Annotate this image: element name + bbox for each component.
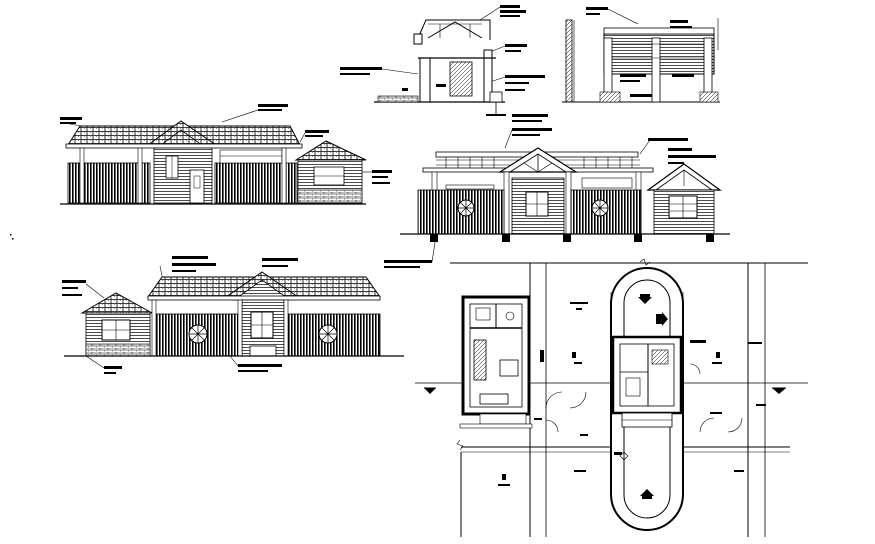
- front-elevation-right: [384, 114, 730, 268]
- fence-section-detail: [562, 7, 720, 103]
- plan-labels: [498, 302, 766, 486]
- wall-section: [340, 5, 545, 116]
- side-elevation-lower: [62, 256, 404, 374]
- section-markers: [424, 387, 786, 394]
- annotation-labels: [586, 7, 694, 97]
- front-elevation-left: [60, 104, 392, 205]
- annotation-labels: [60, 104, 392, 184]
- side-wing-roof: [294, 140, 367, 161]
- annotation-labels: [340, 5, 545, 91]
- annotation-labels: [62, 256, 298, 374]
- annotation-labels: [384, 114, 716, 268]
- site-plan: [415, 258, 808, 537]
- direction-arrows: [638, 294, 668, 499]
